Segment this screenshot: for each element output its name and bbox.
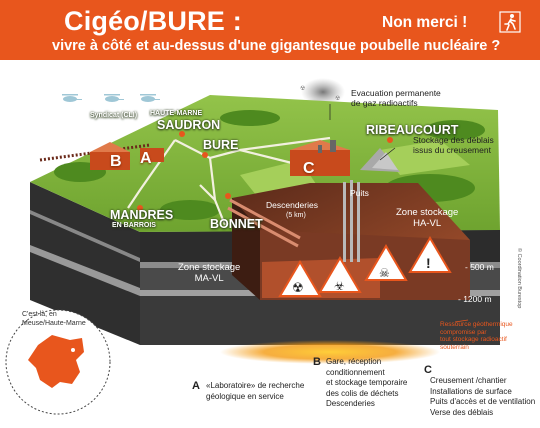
page-title: Cigéo/BURE :	[64, 6, 242, 36]
legend-letter-b: B	[313, 356, 321, 368]
town-label-ribeaucourt: RIBEAUCOURT	[366, 123, 459, 137]
puits-label: Puits	[350, 188, 369, 198]
zone-havl-label: Zone stockage HA-VL	[396, 207, 459, 229]
svg-text:☠: ☠	[379, 266, 390, 280]
depth-500-label: - 500 m	[465, 262, 494, 272]
svg-text:☢: ☢	[292, 280, 304, 295]
helicopter-icon	[104, 94, 124, 102]
svg-text:☢: ☢	[335, 95, 340, 102]
depth-1200-label: - 1200 m	[458, 294, 492, 304]
france-map-icon	[28, 335, 84, 388]
helicopter-icon	[62, 94, 82, 102]
legend-letter-c: C	[424, 364, 432, 376]
town-label-bonnet: BONNET	[210, 217, 263, 231]
slogan: Non merci !	[382, 14, 468, 31]
page-subtitle: vivre à côté et au-dessus d'une gigantes…	[52, 38, 501, 54]
site-letter-a: A	[140, 150, 152, 167]
legend-letter-a: A	[192, 380, 200, 392]
header-banner	[0, 0, 540, 60]
svg-text:☣: ☣	[334, 279, 345, 293]
helicopter-icon	[140, 94, 160, 102]
town-label-mandres-sub: EN BARROIS	[112, 222, 156, 229]
syndicat-label: Syndicat (CLI)	[90, 112, 138, 119]
running-person-icon	[499, 11, 521, 33]
descenderies-label: Descenderies	[266, 200, 318, 210]
hazard-warning-icon: ☣	[318, 256, 362, 293]
geothermal-label: Ressource géothermique compromise par to…	[440, 321, 513, 351]
zone-mavl-label: Zone stockage MA-VL	[178, 262, 241, 284]
svg-text:!: !	[426, 255, 431, 271]
radioactive-icon: ☢	[278, 260, 322, 297]
hazard-warning-icon: !	[408, 236, 452, 273]
legend-text-c: Creusement /chantier Installations de su…	[430, 376, 536, 417]
town-label-bure: BURE	[203, 138, 239, 152]
hazard-warning-icon: ☠	[364, 244, 408, 281]
evacuation-label: Evacuation permanente de gaz radioactifs	[351, 88, 441, 108]
town-label-saudron: SAUDRON	[157, 118, 221, 132]
locator-caption: C'est là, en Meuse/Haute-Marne	[22, 311, 86, 327]
haute-marne-label: HAUTE-MARNE	[150, 110, 203, 117]
legend-text-a: «Laboratoire» de recherche géologique en…	[206, 381, 305, 401]
svg-text:☢: ☢	[300, 85, 305, 92]
copyright-label: © Coordination Burestop	[516, 248, 522, 309]
descenderies-length-label: (5 km)	[286, 212, 306, 219]
legend-text-b: Gare, réception conditionnement et stock…	[326, 357, 408, 408]
stockage-deblais-label: Stockage des déblais issus du creusement	[413, 135, 494, 155]
town-label-mandres: MANDRES	[110, 208, 174, 222]
site-letter-b: B	[110, 153, 122, 170]
site-letter-c: C	[303, 160, 315, 177]
